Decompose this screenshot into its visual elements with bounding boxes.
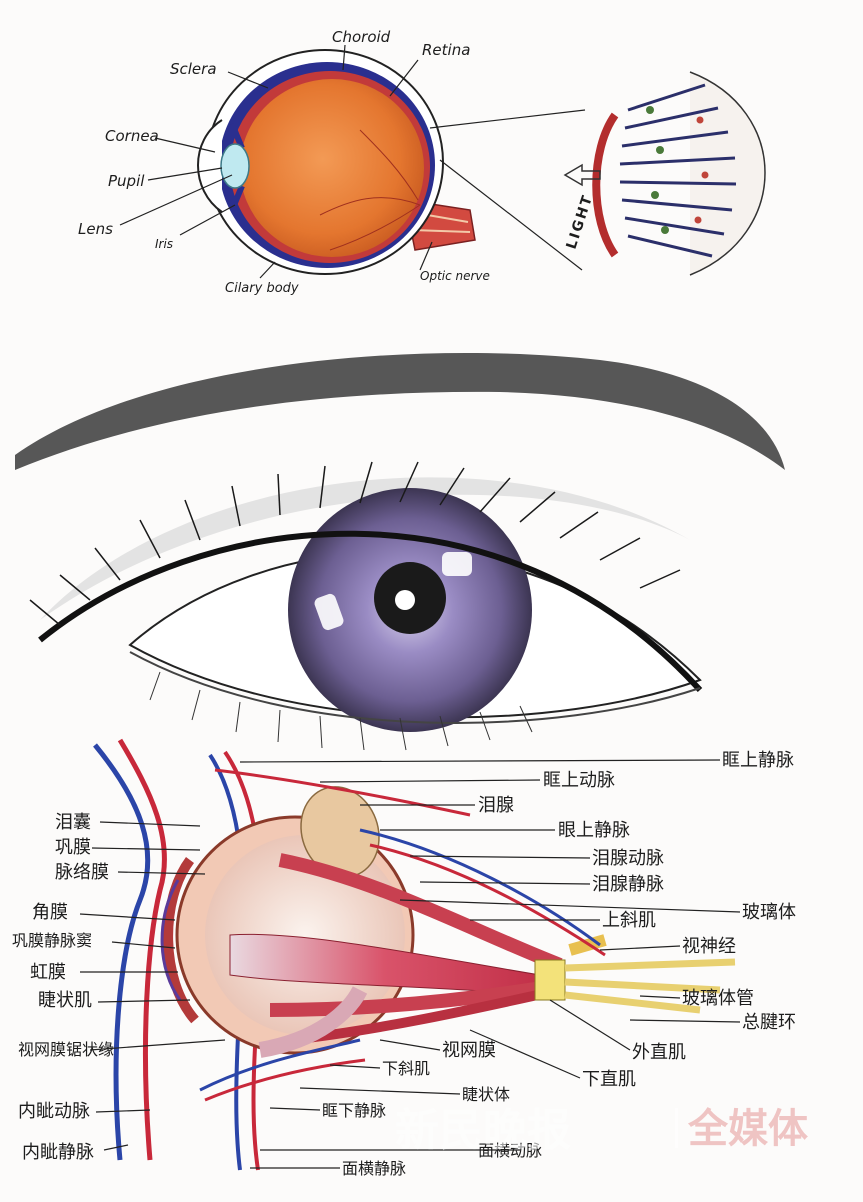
label-iris: Iris [155,237,173,251]
label-common-tendinous-ring: 总腱环 [742,1012,796,1033]
label-pupil: Pupil [108,172,145,190]
label-choroid-zh: 脉络膜 [55,862,109,883]
label-superior-ophthalmic-vein: 眼上静脉 [558,820,630,841]
label-superior-oblique: 上斜肌 [602,910,656,931]
label-ciliary-muscle: 睫状肌 [38,990,92,1011]
label-choroid: Choroid [332,28,391,46]
label-sclera: Sclera [170,60,217,78]
realistic-eye-drawing [15,353,785,750]
label-inferior-oblique: 下斜肌 [382,1059,430,1078]
watermark-suffix: 全媒体 [687,1106,808,1152]
label-hyaloid-canal: 玻璃体管 [682,988,754,1009]
label-ciliary-body: Cilary body [225,281,299,296]
label-retina-zh: 视网膜 [442,1040,496,1061]
label-optic-nerve: Optic nerve [420,269,490,283]
label-lacrimal-vein: 泪腺静脉 [592,874,664,895]
label-lens: Lens [78,220,113,238]
label-iris-zh: 虹膜 [30,962,66,983]
label-angular-vein: 内眦静脉 [22,1142,94,1163]
label-scleral-venous-sinus: 巩膜静脉窦 [12,931,92,950]
retina-cell-detail [565,72,765,275]
watermark-brand: 新民晚报 [395,1105,571,1156]
label-ora-serrata: 视网膜锯状缘 [18,1040,114,1059]
label-cornea: Cornea [105,127,159,145]
watermark: 新民晚报 全媒体 [395,1105,808,1156]
label-lacrimal-gland: 泪腺 [478,795,514,816]
label-angular-artery: 内眦动脉 [18,1101,90,1122]
label-cornea-zh: 角膜 [32,902,68,923]
bottom-left-labels: 泪囊 巩膜 脉络膜 角膜 巩膜静脉窦 虹膜 睫状肌 视网膜锯状缘 内眦动脉 内眦… [12,812,114,1163]
label-optic-nerve-zh: 视神经 [682,936,736,957]
label-transverse-facial-vein: 面横静脉 [342,1159,406,1178]
label-sclera-zh: 巩膜 [55,837,91,858]
label-inferior-rectus: 下直肌 [582,1069,636,1090]
label-lacrimal-sac: 泪囊 [55,812,91,833]
label-supraorbital-vein: 眶上静脉 [722,750,794,771]
label-infraorbital-vein: 眶下静脉 [322,1101,386,1120]
label-lacrimal-artery: 泪腺动脉 [592,848,664,869]
label-vitreous-body: 玻璃体 [742,902,796,923]
label-retina: Retina [422,41,470,59]
label-supraorbital-artery: 眶上动脉 [543,770,615,791]
label-ciliary-body-zh: 睫状体 [462,1085,510,1104]
label-light: LIGHT [564,192,597,251]
eyeball-cross-section [198,50,475,274]
label-lateral-rectus: 外直肌 [632,1042,686,1063]
